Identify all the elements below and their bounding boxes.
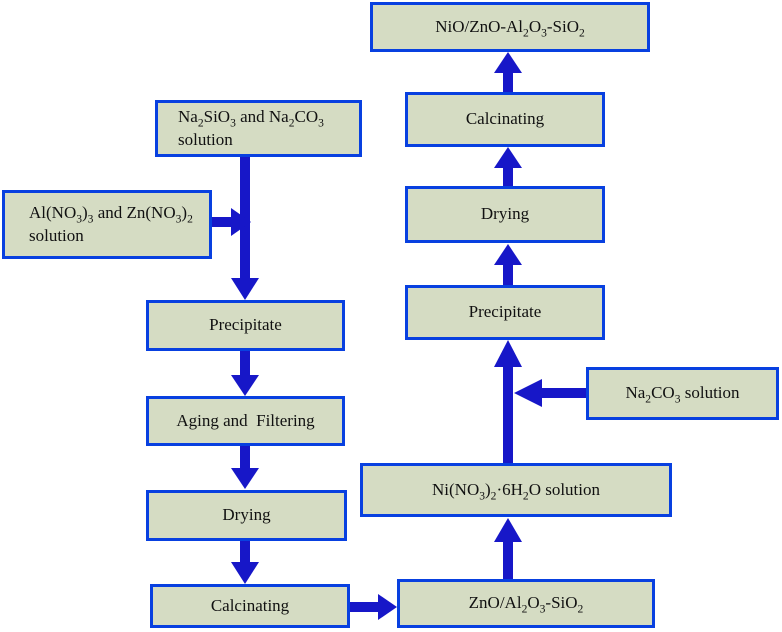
- arrow-alno3-join: [212, 208, 251, 236]
- box-drying-left-label: Drying: [222, 505, 271, 525]
- box-alno3-solution: Al(NO3)3 and Zn(NO3)2 solution: [2, 190, 212, 259]
- arrow-precipitate-to-aging: [231, 351, 259, 396]
- arrow-aging-to-drying: [231, 446, 259, 489]
- box-nino3-solution: Ni(NO3)2·6H2O solution: [360, 463, 672, 517]
- box-aging-filtering-label: Aging and Filtering: [176, 410, 315, 430]
- box-na2co3-solution: Na2CO3 solution: [586, 367, 779, 420]
- arrow-na2sio3-to-precipitate: [231, 156, 259, 300]
- arrow-calcinating-to-product: [494, 52, 522, 92]
- box-aging-filtering: Aging and Filtering: [146, 396, 345, 446]
- arrow-drying-to-calcinating-right: [494, 147, 522, 186]
- box-drying-right: Drying: [405, 186, 605, 243]
- arrow-precipitate-to-drying-right: [494, 244, 522, 285]
- box-zno-intermediate: ZnO/Al2O3-SiO2: [397, 579, 655, 628]
- box-na2sio3-solution-label: Na2SiO3 and Na2CO3 solution: [178, 107, 324, 149]
- box-precipitate-left-label: Precipitate: [209, 315, 282, 335]
- box-precipitate-right-label: Precipitate: [468, 302, 542, 322]
- box-final-product-label: NiO/ZnO-Al2O3-SiO2: [435, 16, 585, 40]
- arrow-na2co3-join: [514, 379, 586, 407]
- box-drying-right-label: Drying: [480, 204, 530, 224]
- box-na2co3-solution-label: Na2CO3 solution: [625, 383, 740, 406]
- box-calcinating-left-label: Calcinating: [210, 595, 290, 615]
- box-calcinating-right-label: Calcinating: [465, 109, 545, 129]
- box-precipitate-right: Precipitate: [405, 285, 605, 340]
- box-calcinating-left: Calcinating: [150, 584, 350, 628]
- box-final-product: NiO/ZnO-Al2O3-SiO2: [370, 2, 650, 52]
- arrow-calcinating-to-zno: [350, 594, 397, 620]
- box-calcinating-right: Calcinating: [405, 92, 605, 147]
- box-na2sio3-solution: Na2SiO3 and Na2CO3 solution: [155, 100, 362, 157]
- box-alno3-solution-label: Al(NO3)3 and Zn(NO3)2 solution: [29, 203, 193, 245]
- box-drying-left: Drying: [146, 490, 347, 541]
- arrow-nino3-to-precipitate-right: [494, 340, 522, 463]
- arrow-drying-to-calcinating-left: [231, 541, 259, 584]
- box-zno-intermediate-label: ZnO/Al2O3-SiO2: [468, 593, 584, 616]
- box-nino3-solution-label: Ni(NO3)2·6H2O solution: [432, 479, 600, 503]
- arrow-zno-to-nino3: [494, 518, 522, 579]
- box-precipitate-left: Precipitate: [146, 300, 345, 351]
